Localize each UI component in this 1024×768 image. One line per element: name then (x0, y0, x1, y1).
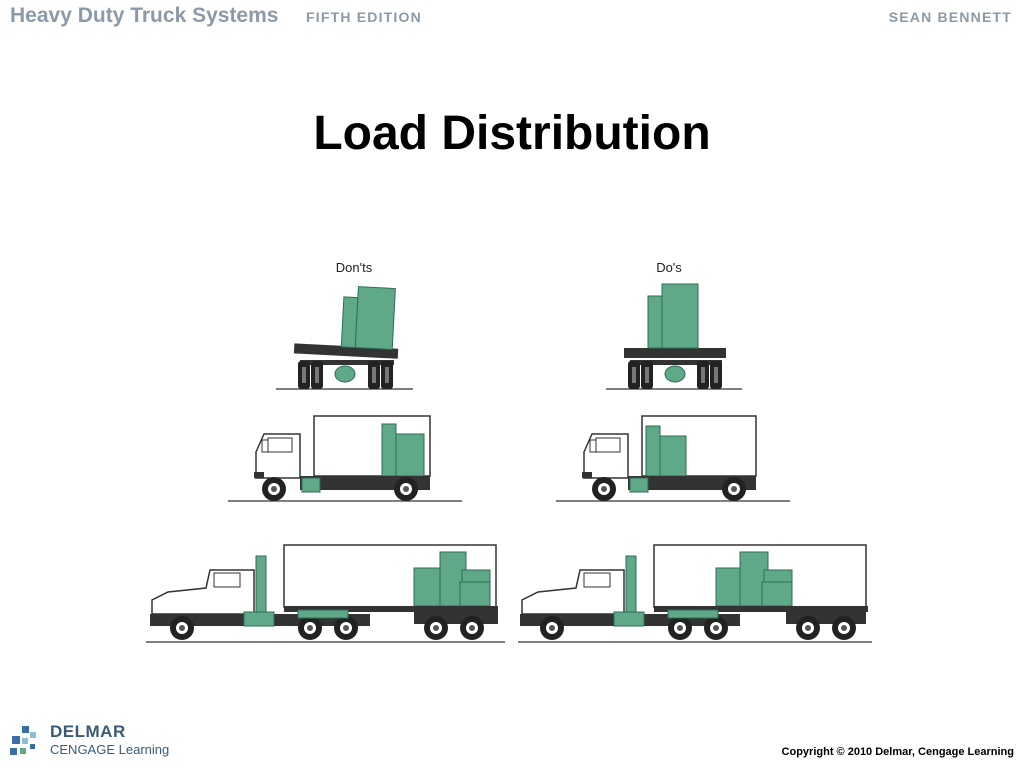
slide-title: Load Distribution (313, 107, 711, 160)
book-title: Heavy Duty Truck Systems (10, 4, 279, 27)
donts-label: Don'ts (336, 260, 373, 275)
copyright-notice: Copyright © 2010 Delmar, Cengage Learnin… (781, 746, 1014, 758)
delmar-logo: DELMAR CENGAGE Learning (8, 722, 208, 762)
tractor-trailer-do (518, 544, 872, 643)
straight-truck-dont (228, 415, 462, 502)
dos-label: Do's (656, 260, 682, 275)
edition-label: FIFTH EDITION (306, 9, 422, 25)
author-name: SEAN BENNETT (888, 9, 1012, 25)
publisher-name: DELMAR (50, 722, 126, 741)
tractor-trailer-dont (146, 544, 505, 643)
straight-truck-do (556, 415, 790, 502)
delmar-logo-icon (10, 726, 36, 755)
rear-view-dont (276, 286, 413, 390)
rear-view-do (606, 283, 742, 390)
publisher-sub: CENGAGE Learning (50, 742, 170, 757)
